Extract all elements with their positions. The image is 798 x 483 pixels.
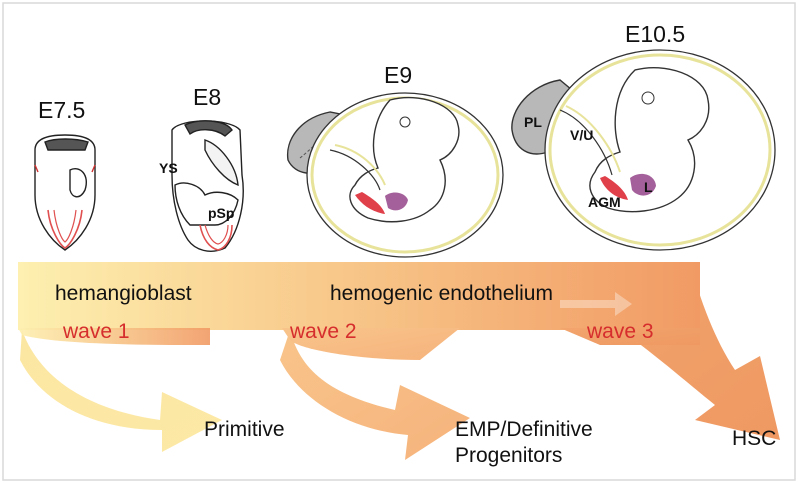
label-emp-definitive: EMP/Definitive [455, 418, 593, 441]
stage-label-e10-5: E10.5 [625, 21, 685, 47]
label-vu: V/U [570, 127, 593, 143]
label-primitive: Primitive [204, 418, 285, 441]
label-hemangioblast: hemangioblast [55, 282, 192, 305]
band-faint-arrow [560, 292, 632, 316]
embryo-e7-5 [34, 134, 96, 251]
wave-flow [18, 262, 780, 460]
wave1-arrow [20, 330, 222, 452]
stage-label-e8: E8 [193, 84, 221, 110]
label-wave-2: wave 2 [289, 320, 357, 343]
embryo-e10-5 [511, 49, 776, 251]
gradient-band [18, 262, 700, 330]
label-psp: pSp [208, 205, 234, 221]
label-pl: PL [524, 114, 542, 130]
label-ys: YS [159, 160, 178, 176]
embryo-e9 [286, 92, 504, 258]
label-l: L [644, 179, 653, 195]
stage-label-e7-5: E7.5 [38, 97, 85, 123]
label-hsc: HSC [732, 427, 776, 450]
label-agm: AGM [588, 194, 621, 210]
stage-label-e9: E9 [384, 62, 412, 88]
label-wave-1: wave 1 [62, 320, 130, 343]
wave2-arrow [280, 330, 470, 460]
label-progenitors: Progenitors [455, 444, 562, 467]
embryo-e8 [171, 120, 244, 252]
label-wave-3: wave 3 [586, 320, 654, 343]
label-hemogenic-endothelium: hemogenic endothelium [330, 282, 553, 305]
